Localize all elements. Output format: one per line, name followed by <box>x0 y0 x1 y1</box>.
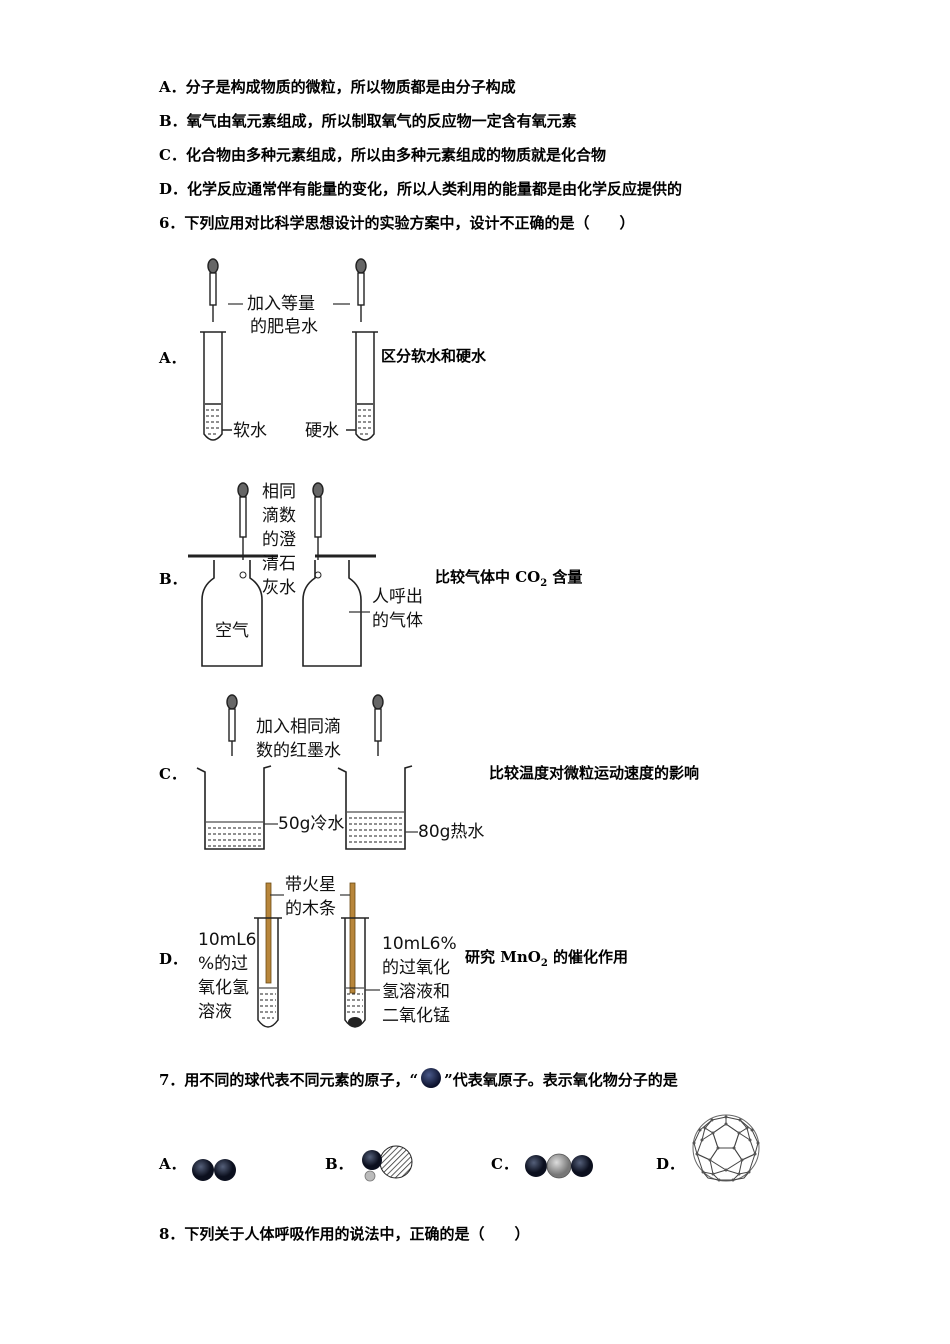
q6-option-c-label: C． <box>159 765 186 783</box>
splint-right <box>349 882 356 994</box>
q6-d-description: 研究 MnO2 的催化作用 <box>465 948 629 969</box>
q6-d-right-2: 的过氧化 <box>382 958 450 978</box>
dropper-c-right <box>372 694 384 756</box>
gas-bottle-right <box>302 560 362 667</box>
test-tube-right <box>346 331 378 441</box>
q6-a-description: 区分软水和硬水 <box>381 347 487 365</box>
question-7-stem: 7．用不同的球代表不同元素的原子，“”代表氧原子。表示氧化物分子的是 <box>159 1068 678 1090</box>
splint-left <box>265 882 272 984</box>
q6-d-right-1: 10mL6% <box>382 934 457 954</box>
q6-c-left-label: 50g冷水 <box>278 814 345 834</box>
option-a-prev: A．分子是构成物质的微粒，所以物质都是由分子构成 <box>159 78 516 96</box>
q6-option-a-label: A． <box>159 349 186 367</box>
q7-option-a-label: A． <box>159 1155 186 1173</box>
fullerene-molecule-icon <box>692 1114 760 1182</box>
mno2-powder <box>348 1017 362 1027</box>
molecule-c-icon <box>525 1153 593 1179</box>
q6-d-left-2: %的过 <box>198 954 249 974</box>
q6-d-left-1: 10mL6 <box>198 930 257 950</box>
dropper-right <box>355 258 367 322</box>
q6-b-right-gas-1: 人呼出 <box>372 587 423 607</box>
q6-d-right-4: 二氧化锰 <box>382 1006 450 1026</box>
q6-b-drop-5: 灰水 <box>262 578 296 598</box>
q6-b-right-gas-2: 的气体 <box>372 611 423 631</box>
beaker-left <box>196 765 272 850</box>
q6-d-splint-2: 的木条 <box>285 899 336 919</box>
test-tube-left <box>200 331 232 441</box>
q6-option-d-label: D． <box>159 950 188 968</box>
q6-b-drop-1: 相同 <box>262 482 296 502</box>
q6-b-drop-4: 清石 <box>262 554 296 574</box>
q6-a-left-liquid: 软水 <box>233 421 267 441</box>
option-b-prev: B．氧气由氧元素组成，所以制取氧气的反应物一定含有氧元素 <box>159 112 577 130</box>
beaker-right <box>337 765 413 850</box>
q6-d-left-4: 溶液 <box>198 1002 232 1022</box>
test-tube-d-left <box>257 918 279 1028</box>
gas-bottle-left <box>201 560 263 667</box>
option-d-prev: D．化学反应通常伴有能量的变化，所以人类利用的能量都是由化学反应提供的 <box>159 180 683 198</box>
question-6-stem: 6．下列应用对比科学思想设计的实验方案中，设计不正确的是（ ） <box>159 214 635 232</box>
dropper-b-right <box>312 482 324 560</box>
q6-c-add-label-2: 数的红墨水 <box>256 741 341 761</box>
q6-a-right-liquid: 硬水 <box>305 421 339 441</box>
q6-c-right-label: 80g热水 <box>418 822 485 842</box>
molecule-b-icon <box>362 1145 413 1182</box>
q6-d-splint-1: 带火星 <box>285 875 336 895</box>
q7-option-d-label: D． <box>656 1155 685 1173</box>
q6-c-add-label-1: 加入相同滴 <box>256 717 341 737</box>
q6-b-left-gas: 空气 <box>215 621 249 641</box>
q6-d-left-3: 氧化氢 <box>198 978 249 998</box>
q7-option-b-label: B． <box>325 1155 353 1173</box>
dropper-left <box>207 258 219 322</box>
q6-c-description: 比较温度对微粒运动速度的影响 <box>489 764 700 782</box>
q6-a-add-label-1: 加入等量 <box>247 294 315 314</box>
q6-b-drop-3: 的澄 <box>262 530 296 550</box>
q6-b-drop-2: 滴数 <box>262 506 296 526</box>
q7-option-c-label: C． <box>491 1155 518 1173</box>
q6-a-add-label-2: 的肥皂水 <box>250 317 318 337</box>
q6-b-description: 比较气体中 CO2 含量 <box>435 568 583 589</box>
question-8-stem: 8．下列关于人体呼吸作用的说法中，正确的是（ ） <box>159 1225 530 1243</box>
dropper-c-left <box>226 694 238 756</box>
dropper-b-left <box>237 482 249 560</box>
q6-option-b-label: B． <box>159 570 187 588</box>
molecule-a-icon <box>192 1159 236 1181</box>
oxygen-atom-icon <box>421 1068 442 1088</box>
test-tube-d-right <box>344 918 366 1028</box>
q6-d-right-3: 氢溶液和 <box>382 982 450 1002</box>
option-c-prev: C．化合物由多种元素组成，所以由多种元素组成的物质就是化合物 <box>159 146 606 164</box>
